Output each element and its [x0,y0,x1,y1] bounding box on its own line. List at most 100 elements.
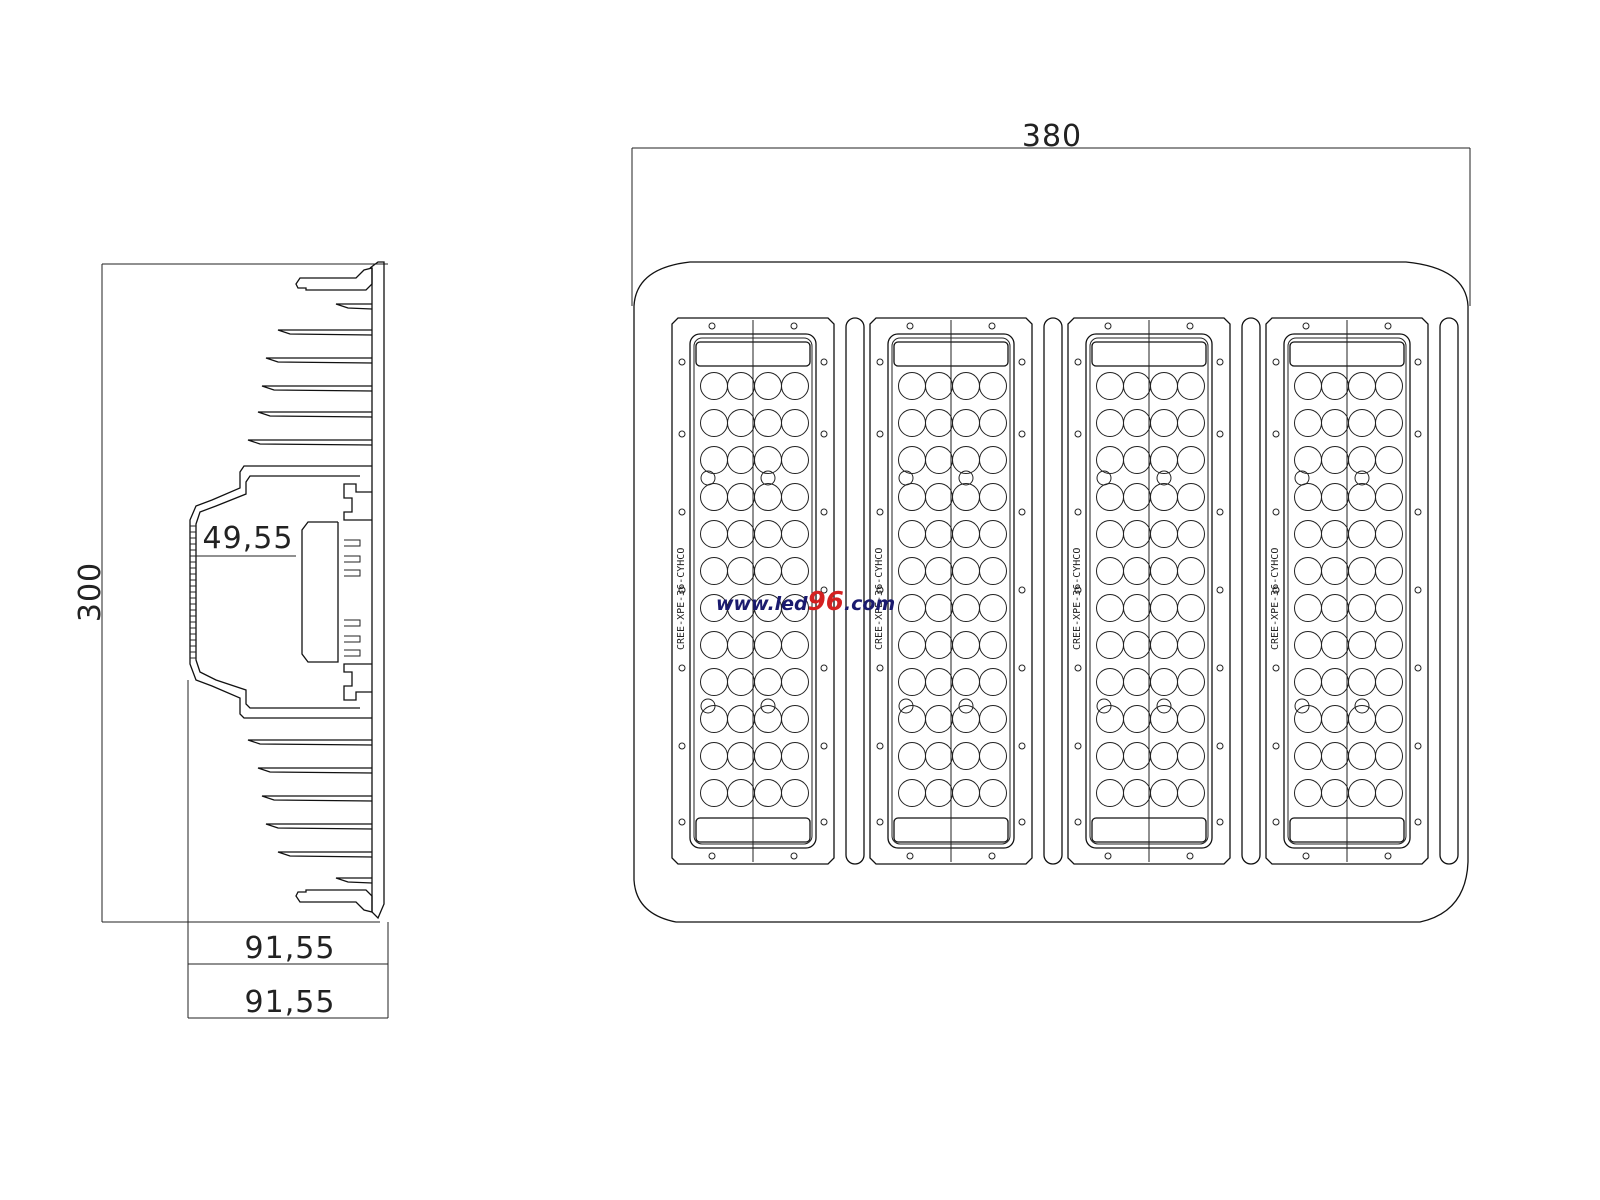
led-lens [952,409,980,437]
led-lens [1321,631,1349,659]
led-lens [925,372,953,400]
led-lens [781,668,809,696]
cavity-ribs [344,539,361,657]
screw-hole [1414,508,1422,516]
led-lens [1294,557,1322,585]
led-lens [1294,594,1322,622]
screw-hole [876,358,884,366]
heatsink-fin [265,357,373,364]
led-lens [1123,668,1151,696]
screw-hole [1074,664,1082,672]
locating-hole [1294,698,1310,714]
watermark: www.led96.com [716,587,895,617]
led-lens [1348,631,1376,659]
led-lens [1123,705,1151,733]
led-lens [1375,520,1403,548]
led-lens [979,668,1007,696]
led-lens [898,594,926,622]
ventilation-slot [1043,317,1063,865]
led-lens [952,705,980,733]
cavity-rib [344,635,361,643]
mount-hole [1384,322,1392,330]
led-lens [781,483,809,511]
screw-hole [1414,742,1422,750]
led-lens [898,372,926,400]
led-lens [1096,409,1124,437]
screw-hole [1216,430,1224,438]
led-lens [1096,668,1124,696]
led-lens [1294,372,1322,400]
housing-inner [195,475,360,709]
led-lens [727,631,755,659]
led-lens [700,446,728,474]
height-label: 300 [73,562,108,622]
heatsink-fins [247,303,373,884]
side-view-profile: 300 49,55 91,55 91,55 [73,261,389,1020]
screw-hole [1074,508,1082,516]
led-lens [925,742,953,770]
led-lens [1177,779,1205,807]
locating-hole [760,470,776,486]
led-lens [1294,409,1322,437]
heatsink-fin [247,739,373,746]
led-lens [979,705,1007,733]
screw-hole [876,742,884,750]
led-lens [700,668,728,696]
led-lens [700,779,728,807]
screw-hole [876,586,884,594]
screw-hole [1414,586,1422,594]
module-part-code: CREE-XPE-36-CYHCO [1072,548,1083,650]
led-lens [952,372,980,400]
locating-hole [1156,470,1172,486]
watermark-prefix: www.led [716,593,808,615]
led-lens [1150,742,1178,770]
led-lens [1348,372,1376,400]
led-lens [925,779,953,807]
screw-hole [820,430,828,438]
led-lens [781,520,809,548]
led-lens [1375,372,1403,400]
screw-hole [1414,664,1422,672]
led-lens [1096,483,1124,511]
module-plate [869,317,1033,865]
led-lens [1150,557,1178,585]
led-lens [781,557,809,585]
screw-hole [1414,358,1422,366]
led-lens [1294,631,1322,659]
screw-hole [876,818,884,826]
led-lens [1375,446,1403,474]
mount-hole [1186,322,1194,330]
led-lens [1177,520,1205,548]
led-lens [1321,446,1349,474]
led-lens [1177,594,1205,622]
mount-hole [790,322,798,330]
led-lens [925,631,953,659]
led-lens [1177,483,1205,511]
led-lens [898,409,926,437]
led-lens [1096,594,1124,622]
led-lens [700,520,728,548]
led-lens [925,483,953,511]
led-lens [1096,779,1124,807]
ventilation-slot [1439,317,1459,865]
led-lens [1321,483,1349,511]
screw-hole [1216,818,1224,826]
screw-hole [1272,818,1280,826]
led-lens [1375,668,1403,696]
screw-hole [1414,818,1422,826]
screw-hole [678,664,686,672]
led-lens [1375,779,1403,807]
led-lens [1150,631,1178,659]
mount-hole [1104,322,1112,330]
module-plate [1067,317,1231,865]
led-lens [781,779,809,807]
locating-hole [958,470,974,486]
width-label-1: 91,55 [245,931,336,966]
heatsink-fin [257,767,373,774]
led-lens [1096,372,1124,400]
led-lens [898,742,926,770]
led-lens [925,409,953,437]
mount-hole [906,852,914,860]
led-lens [1150,483,1178,511]
